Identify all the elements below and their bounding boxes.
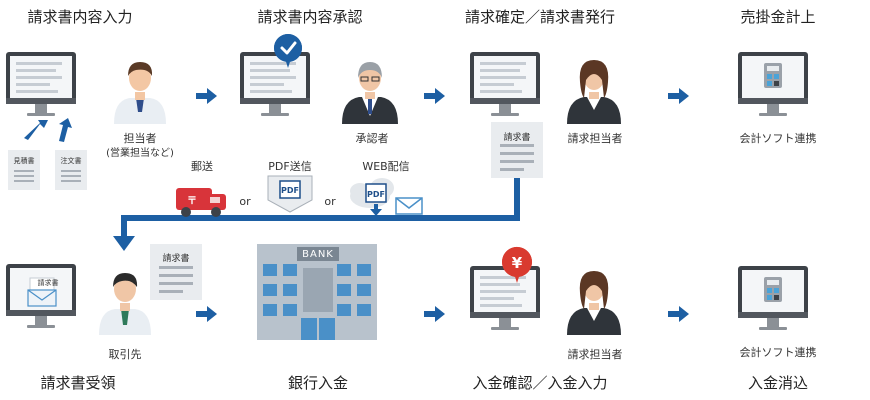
web-pdf-icon-text: PDF xyxy=(367,190,385,199)
approver-label: 承認者 xyxy=(356,131,389,145)
pdf-send-label: PDF送信 xyxy=(268,159,311,173)
person-approver-icon xyxy=(342,62,398,124)
estimate-doc-icon xyxy=(8,150,40,190)
step3-monitor-icon xyxy=(470,52,540,116)
step2-title: 請求書内容承認 xyxy=(257,8,362,26)
doc-input-arrow-icon xyxy=(24,118,72,142)
step4-label: 会計ソフト連携 xyxy=(740,131,817,145)
person-client-icon xyxy=(99,273,151,335)
web-delivery-label: WEB配信 xyxy=(362,160,409,173)
step8-label: 会計ソフト連携 xyxy=(740,345,817,359)
svg-text:〒: 〒 xyxy=(187,195,197,207)
flow-arrow-5 xyxy=(424,306,445,322)
received-invoice-label: 請求書 xyxy=(162,252,189,264)
or-text-2: or xyxy=(324,195,336,208)
web-cloud-icon: PDF xyxy=(350,178,394,216)
pdf-send-icon: PDF xyxy=(267,175,313,213)
step2-monitor-icon xyxy=(240,52,310,116)
step7-title: 入金確認／入金入力 xyxy=(472,374,607,392)
flow-arrow-2 xyxy=(424,88,445,104)
step4-monitor-icon xyxy=(738,52,808,116)
bank-building-icon xyxy=(257,244,377,340)
flow-arrow-6 xyxy=(668,306,689,322)
staff-label: 担当者 xyxy=(124,131,157,145)
issued-invoice-label: 請求書 xyxy=(503,131,530,143)
received-invoice-icon xyxy=(150,244,202,300)
payment-staff-label: 請求担当者 xyxy=(568,347,623,361)
yen-badge-text: ¥ xyxy=(512,254,523,272)
flow-arrow-3 xyxy=(668,88,689,104)
step1-monitor-icon xyxy=(6,52,76,116)
person-payment-staff-icon xyxy=(567,271,621,335)
delivery-connector-line xyxy=(113,178,520,251)
mail-truck-icon: 〒 xyxy=(176,188,226,217)
order-doc-icon xyxy=(55,150,87,190)
yen-badge-icon: ¥ xyxy=(501,246,532,283)
post-label: 郵送 xyxy=(191,159,213,173)
flow-arrow-4 xyxy=(196,306,217,322)
web-envelope-icon xyxy=(395,197,423,215)
step8-monitor-icon xyxy=(738,266,808,330)
step8-title: 入金消込 xyxy=(748,374,808,392)
person-billing-icon xyxy=(567,60,621,124)
step5-title: 請求書受領 xyxy=(40,374,115,392)
staff-sublabel: (営業担当など) xyxy=(106,146,174,159)
step4-title: 売掛金計上 xyxy=(740,8,815,26)
estimate-doc-label: 見積書 xyxy=(14,156,35,165)
bank-sign-text: BANK xyxy=(302,249,334,260)
approval-check-badge-icon xyxy=(273,33,302,68)
flow-arrow-1 xyxy=(196,88,217,104)
or-text-1: or xyxy=(239,195,251,208)
issued-invoice-icon xyxy=(491,122,543,178)
step3-title: 請求確定／請求書発行 xyxy=(465,8,615,26)
person-staff-icon xyxy=(114,62,166,124)
billing-staff-label: 請求担当者 xyxy=(568,131,623,145)
order-doc-label: 注文書 xyxy=(61,156,82,165)
client-label: 取引先 xyxy=(109,347,142,361)
step5-monitor-icon xyxy=(6,264,76,328)
mail-invoice-text: 請求書 xyxy=(38,278,59,287)
step1-title: 請求書内容入力 xyxy=(27,8,132,26)
step7-monitor-icon xyxy=(470,266,540,330)
step6-title: 銀行入金 xyxy=(288,374,348,392)
pdf-send-icon-text: PDF xyxy=(281,186,299,195)
